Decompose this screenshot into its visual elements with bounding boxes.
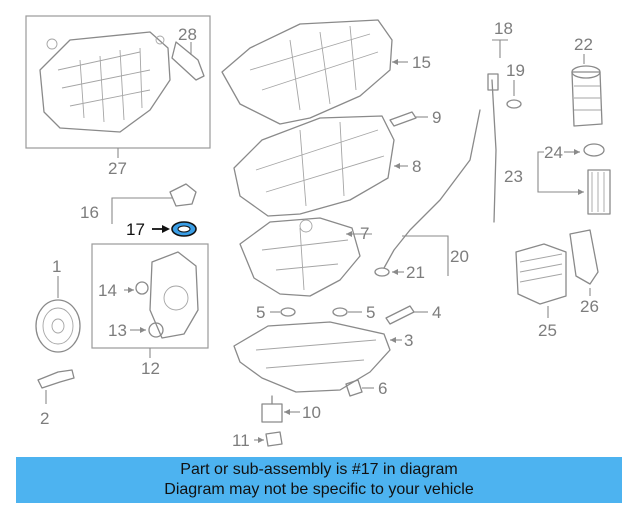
sensor-part <box>389 111 417 127</box>
washer-left-part <box>280 307 296 317</box>
callout-26: 26 <box>580 297 599 316</box>
callout-11: 11 <box>232 431 250 450</box>
banner-line-2: Diagram may not be specific to your vehi… <box>164 481 474 498</box>
callout-6: 6 <box>378 379 387 398</box>
seal-14-part <box>135 281 149 295</box>
callout-21: 21 <box>406 263 425 282</box>
banner-line-1: Part or sub-assembly is #17 in diagram <box>180 461 458 478</box>
front-cover-part <box>149 251 199 339</box>
oring-21-part <box>374 267 390 277</box>
callout-3: 3 <box>404 331 413 350</box>
callout-8: 8 <box>412 157 421 176</box>
callout-13: 13 <box>108 321 127 340</box>
timing-housing-part <box>239 217 361 297</box>
callout-15: 15 <box>412 53 431 72</box>
oil-filter-part <box>587 169 611 215</box>
cam-carrier-part <box>233 115 395 217</box>
callout-12: 12 <box>141 359 160 378</box>
callout-28: 28 <box>178 25 197 44</box>
callout-20: 20 <box>450 247 469 266</box>
oil-sensor-part <box>261 395 283 423</box>
oil-filler-cap-part <box>169 183 197 207</box>
crank-pulley-part <box>35 299 81 353</box>
drain-plug-part <box>345 379 363 397</box>
callout-14: 14 <box>98 281 117 300</box>
manifold-gasket-part <box>171 41 205 81</box>
callout-19: 19 <box>506 61 525 80</box>
intake-manifold-part <box>39 31 171 133</box>
pin-part <box>385 305 415 325</box>
sensor-screw-part <box>265 431 283 447</box>
dipstick-part <box>491 79 497 223</box>
parts-diagram: 28 27 15 9 8 7 5 5 4 3 6 <box>25 15 611 450</box>
callout-9: 9 <box>432 108 441 127</box>
info-banner: Part or sub-assembly is #17 in diagram D… <box>16 457 622 503</box>
callout-18: 18 <box>494 19 513 38</box>
callout-17: 17 <box>126 220 145 239</box>
callout-7: 7 <box>360 224 369 243</box>
oring-19-part <box>506 99 522 109</box>
callout-10: 10 <box>302 403 321 422</box>
callout-4: 4 <box>432 303 441 322</box>
callout-27: 27 <box>108 159 127 178</box>
oil-cooler-part <box>515 243 567 305</box>
cooler-gasket-part <box>569 229 599 285</box>
callout-24: 24 <box>544 143 563 162</box>
pulley-bolt-part <box>37 369 75 389</box>
filter-cap-part <box>571 65 603 127</box>
valve-cover-part <box>221 19 393 125</box>
callout-25: 25 <box>538 321 557 340</box>
oring-24-part <box>583 143 605 157</box>
washer-right-part <box>332 307 348 317</box>
dipstick-tube-part <box>383 109 481 269</box>
callout-16: 16 <box>80 203 99 222</box>
seal-13-part <box>148 322 164 338</box>
callout-2: 2 <box>40 409 49 428</box>
oil-pan-part <box>233 321 391 393</box>
callout-5-right: 5 <box>366 303 375 322</box>
callout-5-left: 5 <box>256 303 265 322</box>
callout-22: 22 <box>574 35 593 54</box>
callout-1: 1 <box>52 257 61 276</box>
callout-23: 23 <box>504 167 523 186</box>
